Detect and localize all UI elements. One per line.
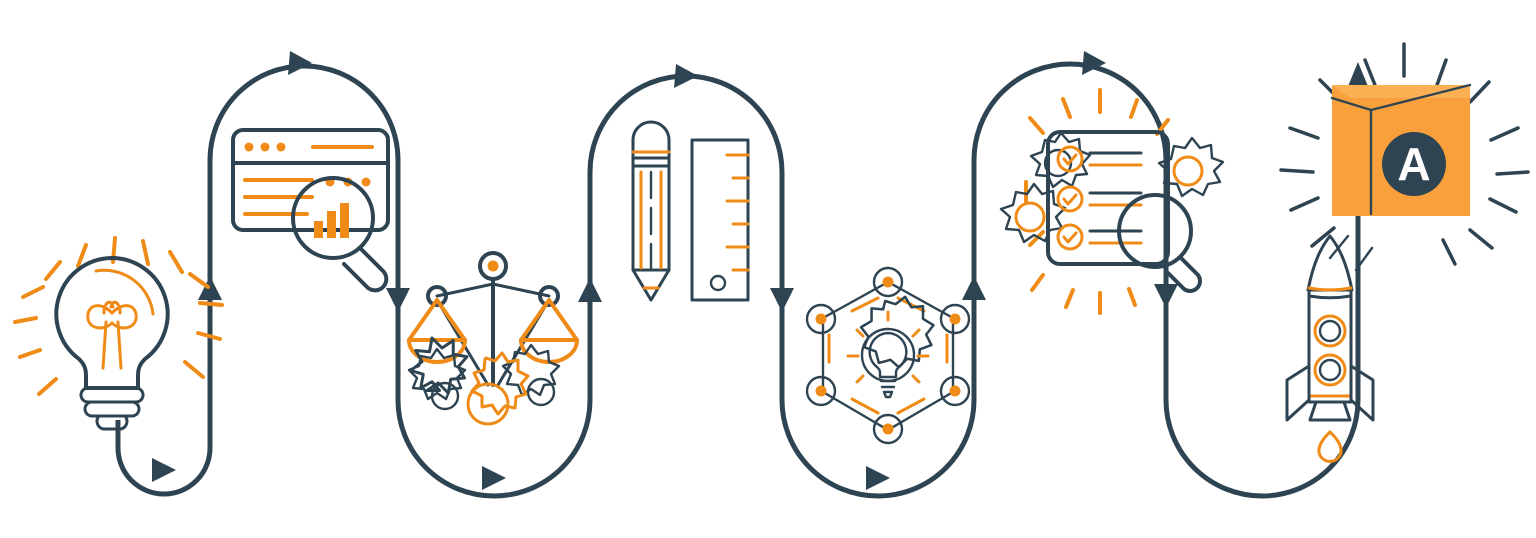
arrowhead-right-2 [288, 51, 312, 75]
arrowhead-down-1 [386, 288, 410, 312]
hex-bulb [868, 331, 908, 379]
scale-pan-left-cone [407, 298, 467, 342]
path-segment-4 [587, 73, 785, 292]
ruler-body [690, 138, 750, 302]
step-icon-checklist-gears [999, 88, 1225, 315]
check-mark-1 [1062, 153, 1078, 166]
magnifier-handle [342, 246, 389, 293]
arrowhead-down-3 [1154, 284, 1178, 308]
rocket-nose [1306, 234, 1354, 292]
gear-left [409, 336, 469, 411]
magnifier-lens [291, 176, 375, 260]
hex-accent-dashes [827, 296, 949, 415]
rocket-fin-right [1349, 364, 1375, 422]
check-circle-2 [1056, 185, 1084, 213]
bulb-filament [86, 300, 138, 370]
step-icon-dashboard-analytics [231, 128, 390, 293]
box-top-strip [1332, 85, 1470, 98]
arrowhead-right-1 [152, 458, 176, 482]
box-shine-rays [1279, 42, 1530, 266]
hex-nodes [805, 266, 971, 445]
ruler-ticks [725, 153, 750, 272]
check-circle-1 [1056, 145, 1084, 173]
rocket-flame [1317, 430, 1343, 463]
check-circle-3 [1056, 223, 1084, 251]
path-segment-1 [115, 300, 213, 497]
result-product-box: A [1279, 42, 1530, 266]
rocket-window-1-inner [1318, 319, 1342, 343]
step-icon-hexagon-network [805, 266, 971, 445]
arrowhead-right-6 [1082, 51, 1106, 75]
check-mark-2 [1062, 193, 1078, 206]
checklist-gear-top-left [1029, 131, 1092, 189]
rocket-body-top-curve [1307, 294, 1353, 300]
arrowhead-up-3 [962, 276, 986, 300]
step-icon-pencil-ruler [631, 120, 750, 302]
checklist-magnifier-handle [1164, 255, 1202, 293]
rocket-fin-left [1285, 364, 1311, 422]
arrowhead-down-2 [770, 288, 794, 312]
box-badge-circle [1382, 132, 1446, 196]
window-dots-top [244, 142, 286, 152]
arrowhead-right-5 [866, 466, 890, 490]
path-segment-7 [1163, 92, 1361, 499]
step-icon-rocket [1285, 234, 1375, 463]
arrowhead-right-3 [482, 466, 506, 490]
arrowhead-right-4 [674, 64, 698, 88]
rocket-nozzle [1308, 400, 1352, 422]
checklist-shine-rays [1024, 88, 1170, 315]
gear-left-body [407, 347, 467, 401]
pencil-body [631, 120, 671, 302]
rocket-nose-band [1307, 286, 1353, 292]
hex-gear [859, 295, 935, 369]
hex-edges [821, 280, 955, 432]
rocket-motion-lines [1328, 234, 1374, 272]
box-badge-letter: A [1397, 138, 1430, 190]
scale-pan-right-cone [519, 298, 579, 342]
rocket-window-2-outer [1313, 353, 1347, 387]
hex-bulb-rays [846, 310, 930, 384]
rocket-window-1-outer [1313, 314, 1347, 348]
rocket-window-2-inner [1318, 358, 1342, 382]
bar-chart-inside-lens [314, 203, 349, 238]
bulb-base [79, 386, 145, 431]
arrowhead-up-1 [198, 276, 222, 300]
arrowhead-up-2 [578, 278, 602, 302]
gear-right-body [501, 343, 561, 397]
window-frame [231, 128, 390, 232]
window-content-lines [243, 178, 314, 216]
checklist-rows [1056, 145, 1143, 251]
scale-pan-left-bowl [407, 338, 467, 364]
step-icon-balance-scales-gears [407, 251, 579, 426]
path-segment-5 [779, 300, 977, 499]
idea-rays [13, 236, 224, 396]
gear-center-orange [466, 351, 530, 426]
bulb-highlight [94, 268, 155, 316]
checklist-gear-bottom-left [999, 182, 1067, 244]
path-segment-3 [395, 302, 593, 499]
scale-hinge-right [538, 285, 560, 307]
serpentine-arrow-path [115, 51, 1372, 499]
checklist-magnifier-lens [1117, 193, 1193, 269]
path-segment-6 [971, 61, 1169, 290]
scale-pivot-center [487, 260, 499, 272]
ruler-hole [709, 274, 727, 292]
hex-bulb-base [879, 379, 897, 399]
step-icon-lightbulb-idea [13, 236, 224, 431]
check-mark-3 [1062, 231, 1078, 244]
scale-hinge-left [426, 285, 448, 307]
